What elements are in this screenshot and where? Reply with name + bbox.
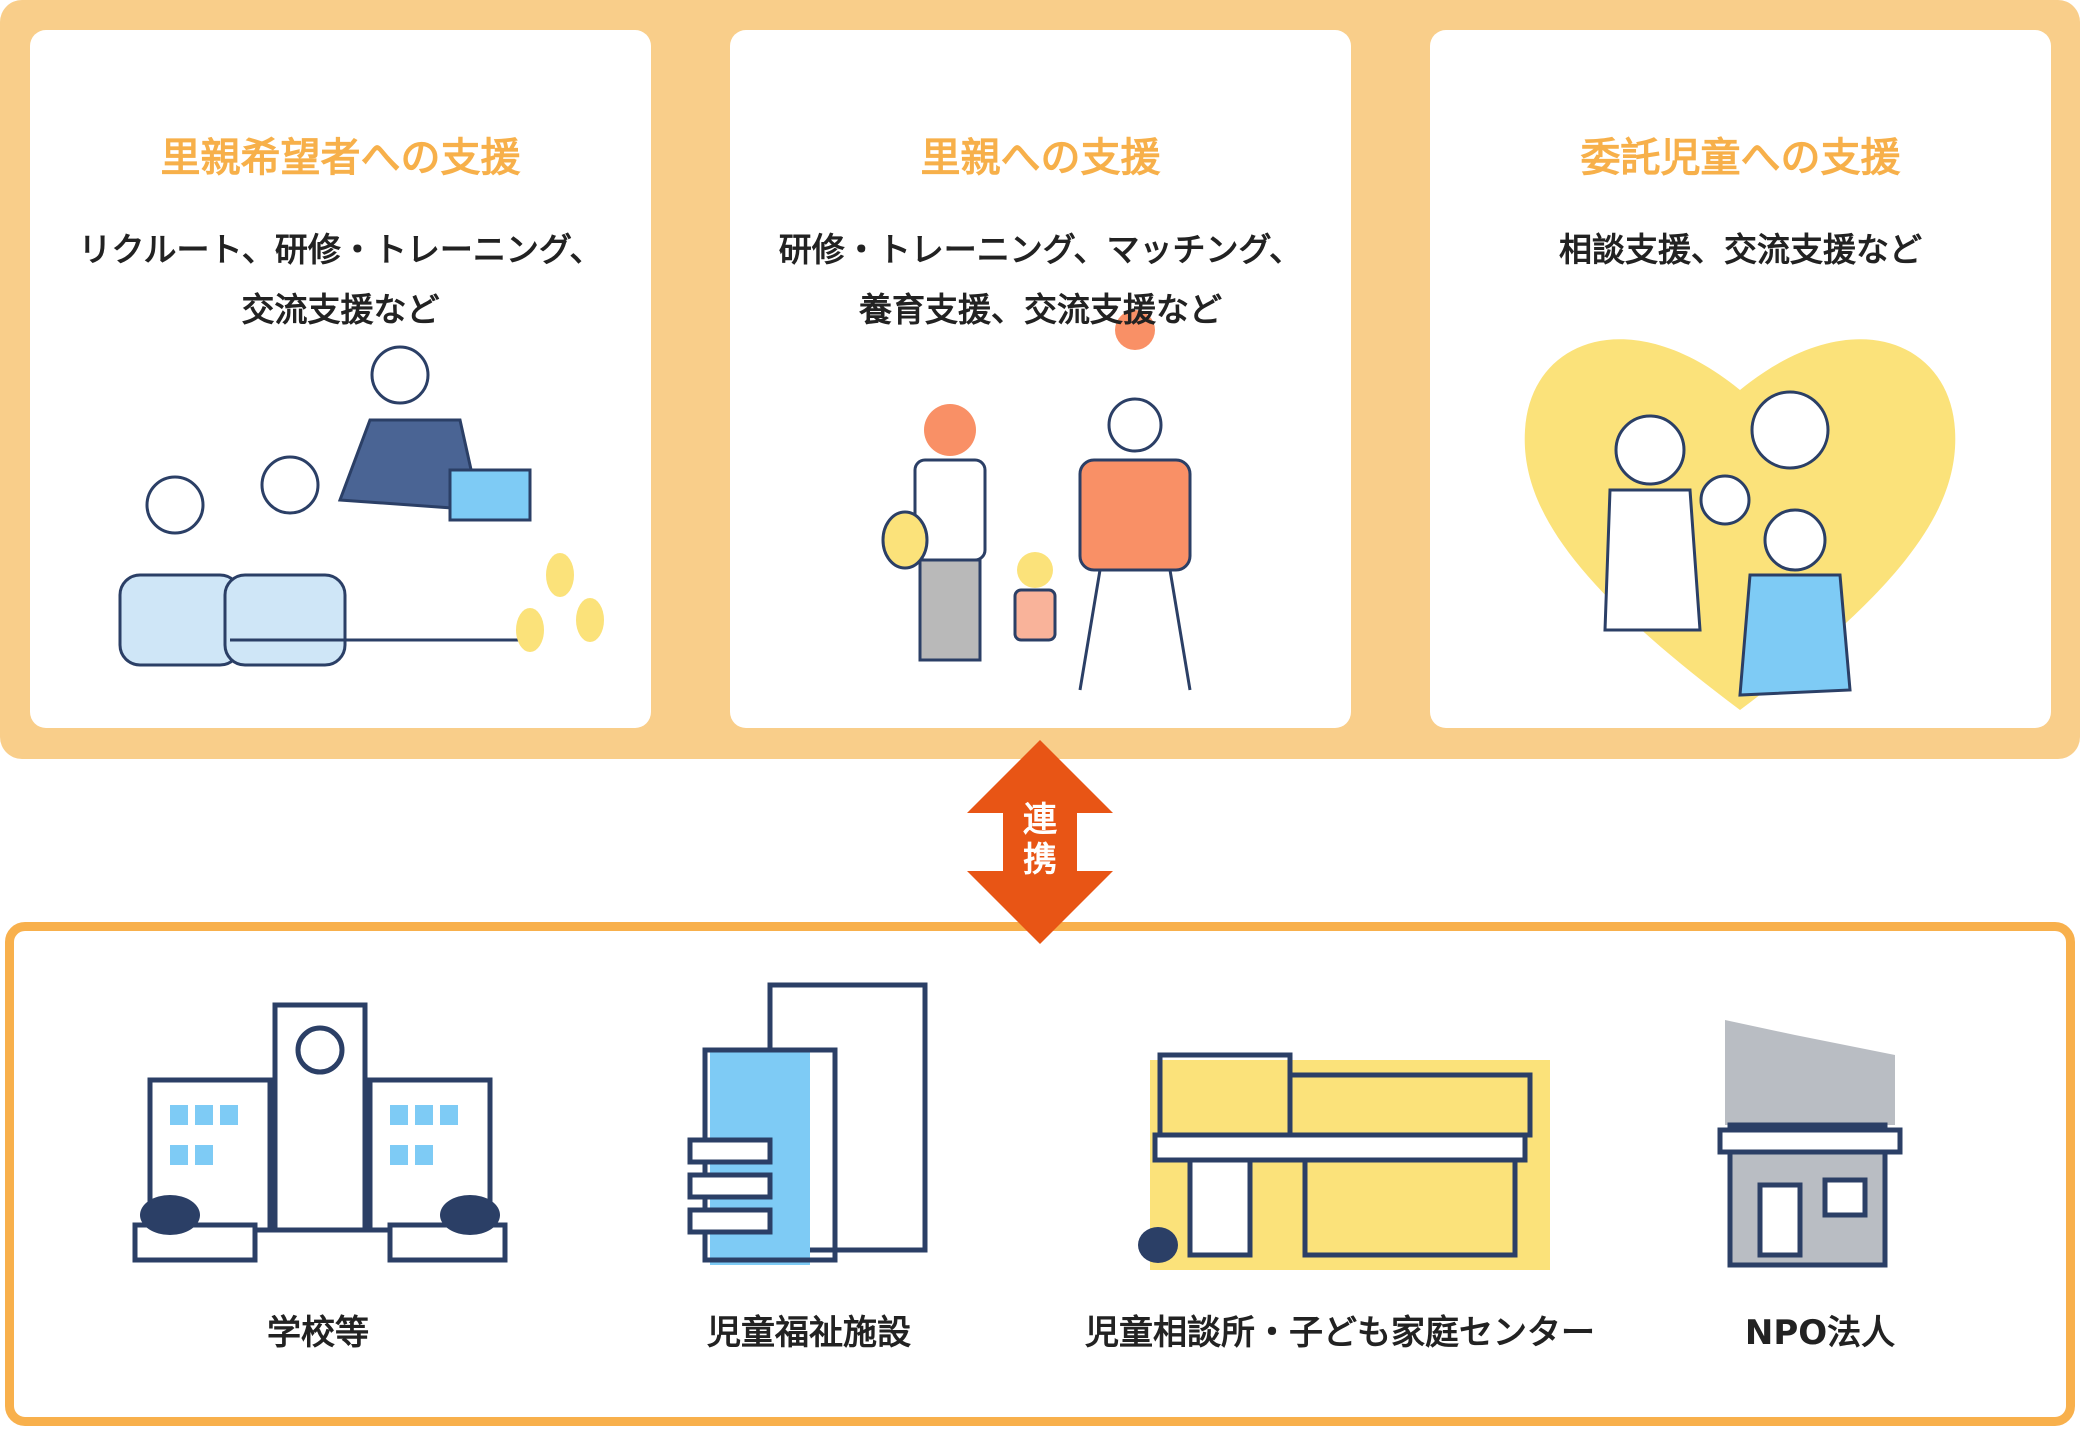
card-foster-parents: 里親への支援 研修・トレーニング、マッチング、 養育支援、交流支援など <box>730 30 1351 728</box>
family-walking-illustration <box>881 310 1192 691</box>
school-icon <box>132 1002 508 1263</box>
link-label-char: 携 <box>1023 840 1057 880</box>
description-line: 相談支援、交流支援など <box>1559 230 1922 269</box>
partner-label-welfare-facility: 児童福祉施設 <box>707 1313 911 1353</box>
card-description: リクルート、研修・トレーニング、 交流支援など <box>30 220 651 340</box>
link-label: 連 携 <box>1019 800 1061 880</box>
card-title: 里親への支援 <box>920 135 1161 181</box>
partner-label-school: 学校等 <box>267 1313 369 1353</box>
card-foster-children: 委託児童への支援 相談支援、交流支援など <box>1430 30 2051 728</box>
double-arrow-icon <box>967 740 1113 944</box>
card-description: 研修・トレーニング、マッチング、 養育支援、交流支援など <box>730 220 1351 340</box>
description-line: リクルート、研修・トレーニング、 <box>78 230 603 269</box>
card-title: 里親希望者への支援 <box>160 135 521 181</box>
description-line: 交流支援など <box>241 290 440 329</box>
partner-label-npo: NPO法人 <box>1744 1313 1896 1353</box>
card-title: 委託児童への支援 <box>1580 135 1901 181</box>
link-label-char: 連 <box>1023 800 1057 840</box>
family-heart-illustration <box>1524 339 1956 710</box>
npo-house-icon <box>1717 1020 1903 1268</box>
consultation-illustration <box>118 345 604 667</box>
partner-label-child-guidance-center: 児童相談所・子ども家庭センター <box>1085 1313 1595 1353</box>
description-line: 研修・トレーニング、マッチング、 <box>778 230 1303 269</box>
support-panel: 里親希望者への支援 リクルート、研修・トレーニング、 交流支援など 里親への支援… <box>0 0 2080 759</box>
child-guidance-center-icon <box>1138 1052 1550 1270</box>
welfare-facility-icon <box>687 982 928 1265</box>
description-line: 養育支援、交流支援など <box>859 290 1222 329</box>
card-prospective-foster-parents: 里親希望者への支援 リクルート、研修・トレーニング、 交流支援など <box>30 30 651 728</box>
card-description: 相談支援、交流支援など <box>1430 220 2051 280</box>
